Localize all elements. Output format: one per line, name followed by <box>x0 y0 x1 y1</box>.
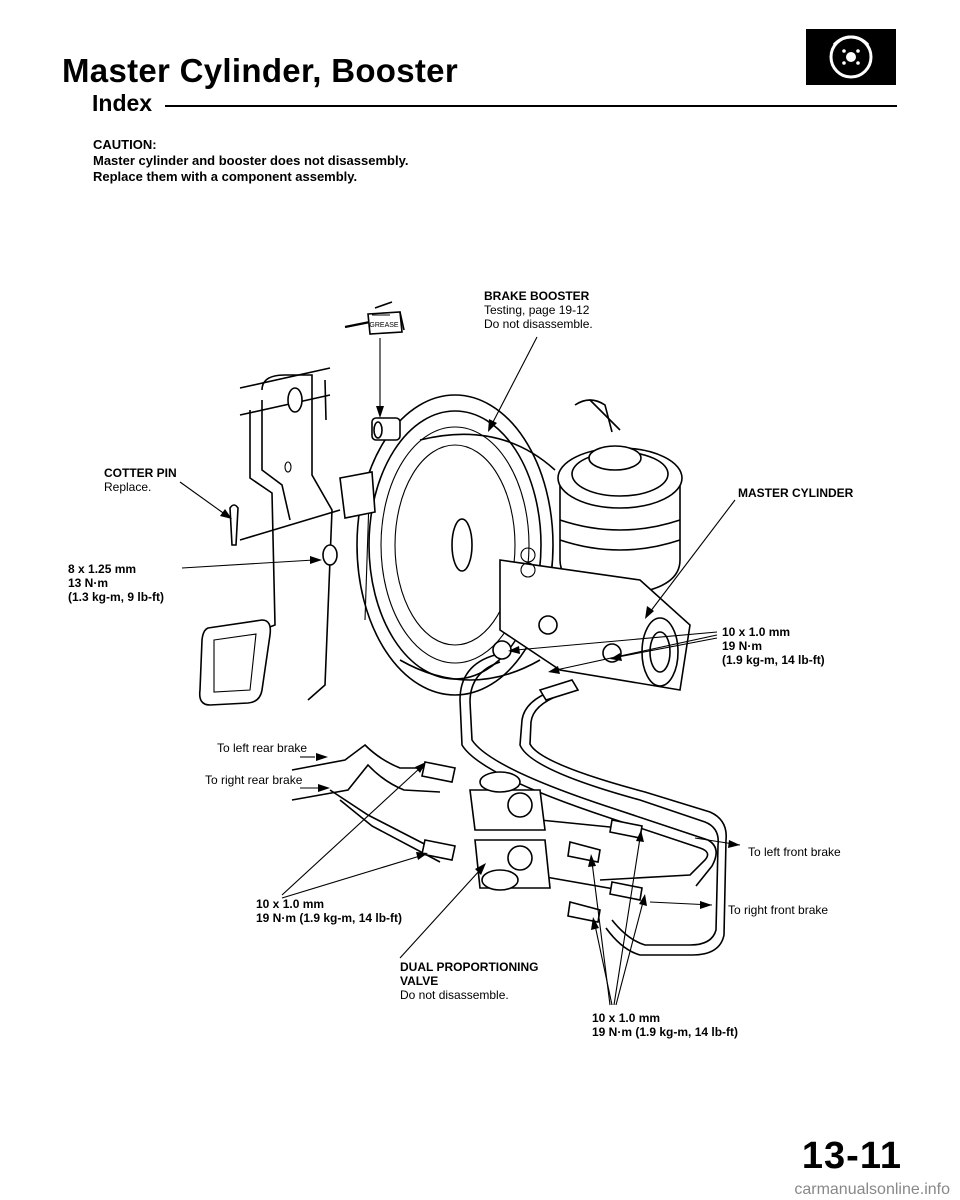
master-flare-nut-torque: 19 N·m <box>722 639 763 653</box>
cotter-pin-label: COTTER PIN Replace. <box>104 466 177 494</box>
caution-line-1: Master cylinder and booster does not dis… <box>93 153 409 168</box>
caution-line-2: Replace them with a component assembly. <box>93 169 358 184</box>
pedal-bolt-torque: 13 N·m <box>68 576 109 590</box>
brake-booster-testing-ref: Testing, page 19-12 <box>484 303 590 317</box>
brake-booster-note: Do not disassemble. <box>484 317 593 331</box>
caution-heading: CAUTION: <box>93 137 157 152</box>
pedal-bolt-size: 8 x 1.25 mm <box>68 562 137 576</box>
section-title: Index <box>92 90 153 116</box>
cotter-pin-name: COTTER PIN <box>104 466 177 480</box>
brake-disc-icon <box>806 29 896 85</box>
right-front-brake-label: To right front brake <box>728 903 829 917</box>
leader-lines <box>179 314 741 1006</box>
grease-tube-drawing: GREASE <box>344 301 405 335</box>
clevis-drawing <box>229 417 401 566</box>
pedal-bolt-spec: 8 x 1.25 mm 13 N·m (1.3 kg-m, 9 lb-ft) <box>68 562 164 604</box>
proportioning-valve-name-2: VALVE <box>400 974 439 988</box>
brake-booster-name: BRAKE BOOSTER <box>484 289 590 303</box>
master-flare-nut-size: 10 x 1.0 mm <box>722 625 791 639</box>
brake-lines-drawing <box>291 654 727 956</box>
master-flare-nut-torque-alt: (1.9 kg-m, 14 lb-ft) <box>722 653 825 667</box>
grease-label: GREASE <box>369 322 399 329</box>
right-rear-brake-label: To right rear brake <box>205 773 303 787</box>
footer-watermark: carmanualsonline.info <box>794 1181 950 1198</box>
proportioning-valve-note: Do not disassemble. <box>400 988 509 1002</box>
valve-flare-nut-size-left: 10 x 1.0 mm <box>256 897 325 911</box>
cotter-pin-note: Replace. <box>104 480 152 494</box>
header-rule <box>165 105 897 107</box>
master-flare-nut-spec: 10 x 1.0 mm 19 N·m (1.9 kg-m, 14 lb-ft) <box>722 625 825 667</box>
proportioning-valve-drawing <box>469 771 551 891</box>
master-cylinder-drawing <box>492 399 691 691</box>
pedal-assembly-drawing <box>198 367 341 706</box>
valve-flare-nut-torque-bottom: 19 N·m (1.9 kg-m, 14 lb-ft) <box>592 1025 739 1039</box>
proportioning-valve-label: DUAL PROPORTIONING VALVE Do not disassem… <box>400 960 538 1002</box>
pedal-bolt-torque-alt: (1.3 kg-m, 9 lb-ft) <box>68 590 165 604</box>
left-front-brake-label: To left front brake <box>748 845 841 859</box>
valve-flare-nut-spec-bottom: 10 x 1.0 mm 19 N·m (1.9 kg-m, 14 lb-ft) <box>592 1011 738 1039</box>
page-title: Master Cylinder, Booster <box>62 52 458 89</box>
brake-booster-label: BRAKE BOOSTER Testing, page 19-12 Do not… <box>484 289 593 331</box>
left-rear-brake-label: To left rear brake <box>217 741 308 755</box>
valve-flare-nut-size-bottom: 10 x 1.0 mm <box>592 1011 661 1025</box>
proportioning-valve-name-1: DUAL PROPORTIONING <box>400 960 539 974</box>
master-cylinder-label: MASTER CYLINDER <box>738 486 854 500</box>
valve-flare-nut-torque-left: 19 N·m (1.9 kg-m, 14 lb-ft) <box>256 911 403 925</box>
caution-note: CAUTION: Master cylinder and booster doe… <box>93 137 408 185</box>
page-number: 13-11 <box>801 1135 902 1177</box>
valve-flare-nut-spec-left: 10 x 1.0 mm 19 N·m (1.9 kg-m, 14 lb-ft) <box>256 897 402 925</box>
